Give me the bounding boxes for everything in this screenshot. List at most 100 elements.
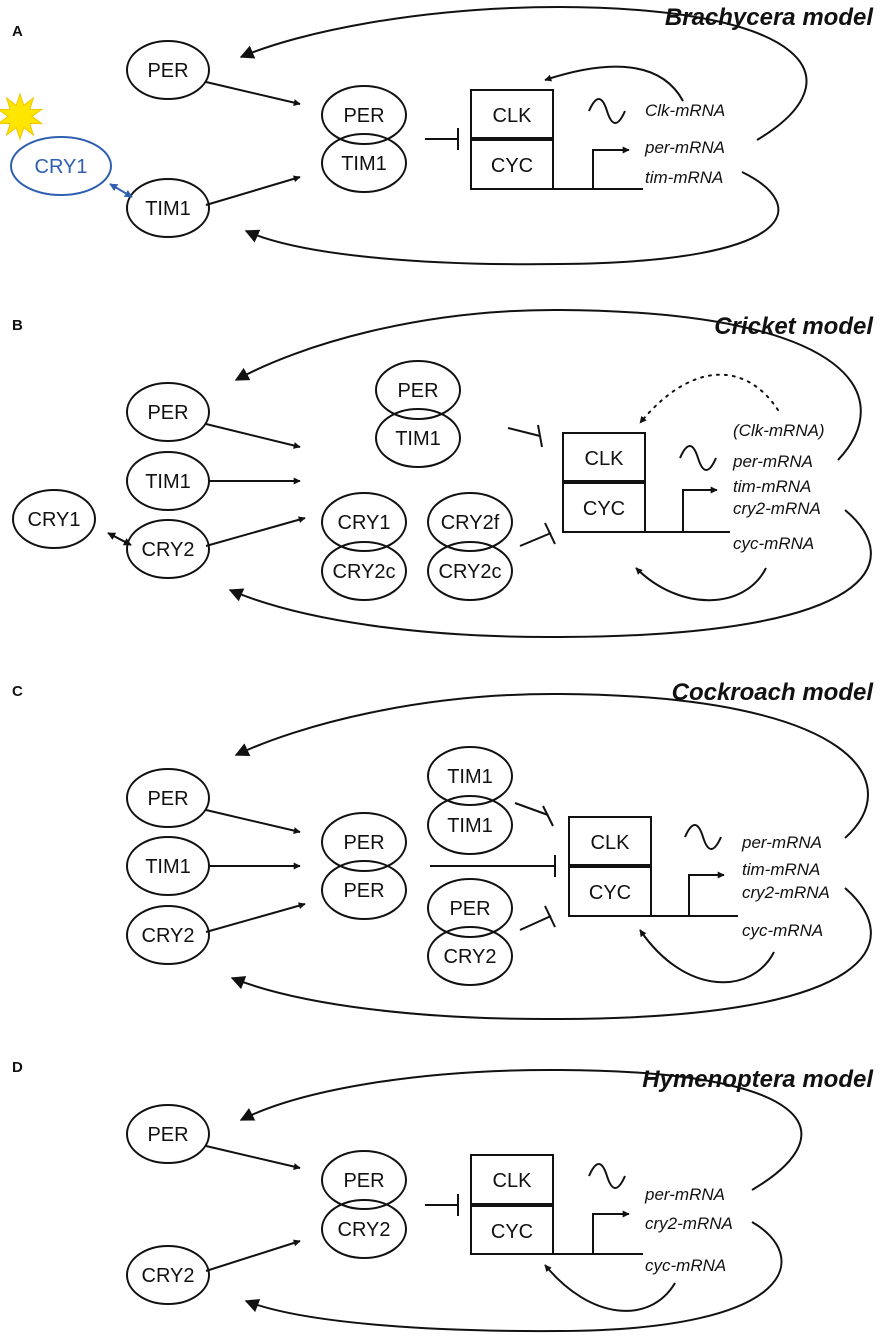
repression-bar [537,424,543,448]
complex-bottom-node [375,408,461,468]
mrna-label: cyc-mRNA [742,921,823,940]
cyc-label: CYC [491,1221,533,1243]
tim1-label: TIM1 [145,856,191,878]
sun-icon [0,92,44,141]
cyc-label: CYC [583,498,625,520]
repression-line [519,532,552,547]
mrna-label: per-mRNA [732,452,813,471]
transcription-arrow [682,486,718,532]
cry2-label: CRY2 [142,539,195,561]
complex-top-node [321,1150,407,1210]
clk-feedback-arrow [544,65,684,102]
per-translation-loop [239,5,808,141]
cry2-protein-node [126,519,210,579]
complex-top-label: PER [343,105,384,127]
cyc-label: CYC [491,155,533,177]
mrna-label: (Clk-mRNA) [733,421,825,440]
complex-bottom-node [427,795,513,855]
complex-top-label: PER [397,380,438,402]
complex-top-node [321,492,407,552]
cry2-binding-arrow [205,516,306,547]
cry1-light-node [10,136,112,196]
complex-bottom-label: CRY2 [338,1219,391,1241]
cry2-binding-arrow [205,1239,301,1272]
mrna-label: cry2-mRNA [645,1214,733,1233]
cry1-tim1-interaction-arrow [109,183,133,198]
panel-letter: A [12,23,23,40]
per-protein-node [126,382,210,442]
repression-bar [542,805,554,827]
per-label: PER [147,1124,188,1146]
per-binding-arrow [205,1145,301,1170]
complex-bottom-node [321,860,407,920]
cyc-feedback-arrow [544,1264,676,1312]
repression-bar [544,905,556,928]
per-tim-translation-loop [234,692,869,839]
per-translation-loop [239,1068,803,1191]
complex-bottom-node [321,133,407,193]
complex-top-node [427,746,513,806]
cry1-cry2-interaction-arrow [107,532,132,546]
transcription-arrow [592,1210,630,1254]
cry2-binding-arrow [205,902,306,933]
complex-top-label: CRY1 [338,512,391,534]
per-binding-arrow [205,423,301,449]
cry2-label: CRY2 [142,925,195,947]
clk-label: CLK [493,105,533,127]
complex-top-label: PER [343,1170,384,1192]
complex-top-label: PER [343,832,384,854]
cry1-protein-node [12,489,96,549]
cry2-translation-loop [228,509,872,639]
cry2-translation-loop [244,1221,783,1333]
panel-title: Cockroach model [672,679,875,706]
complex-bottom-label: TIM1 [341,153,387,175]
mrna-label: tim-mRNA [645,168,723,187]
panel-b: B Cricket model PER TIM1 CRY2 CRY1 PER T… [12,308,874,639]
mrna-label: per-mRNA [644,1185,725,1204]
sine-wave-icon [588,98,626,124]
transcription-arrow [688,871,725,916]
cry2-label: CRY2 [142,1265,195,1287]
repression-line [519,915,552,931]
panel-a: A Brachycera model PER CRY1 TIM1 PER TIM… [0,4,874,266]
clk-label: CLK [493,1170,533,1192]
panel-title: Hymenoptera model [642,1066,874,1093]
cry1-label: CRY1 [35,156,88,178]
mrna-label: tim-mRNA [733,477,811,496]
complex-top-node [321,812,407,872]
repression-line [507,427,541,437]
tim-translation-loop [244,171,780,266]
complex-bottom-node [427,541,513,601]
per-protein-node [126,768,210,828]
complex-bottom-label: PER [343,880,384,902]
complex-bottom-node [321,1199,407,1259]
mrna-label: cyc-mRNA [733,534,814,553]
clk-label: CLK [585,448,625,470]
complex-bottom-label: TIM1 [447,815,493,837]
tim1-binding-arrow [205,175,301,206]
per-label: PER [147,60,188,82]
complex-top-label: TIM1 [447,766,493,788]
complex-bottom-node [427,926,513,986]
panel-letter: D [12,1059,23,1076]
repression-bar [544,522,556,545]
sine-wave-icon [588,1163,626,1189]
panel-c: C Cockroach model PER TIM1 CRY2 PER PER … [12,679,875,1021]
cry2-protein-node [126,905,210,965]
mrna-label: cry2-mRNA [742,883,830,902]
mrna-label: Clk-mRNA [645,101,725,120]
per-binding-arrow [205,809,301,834]
panel-letter: C [12,683,23,700]
cyc-label: CYC [589,882,631,904]
complex-top-label: PER [449,898,490,920]
per-protein-node [126,40,210,100]
tim1-label: TIM1 [145,471,191,493]
complex-bottom-label: CRY2c [439,561,502,583]
sine-wave-icon [684,824,722,850]
clk-dotted-feedback-arrow [639,373,779,424]
per-label: PER [147,402,188,424]
per-tim-translation-loop [234,308,862,461]
complex-bottom-label: CRY2c [333,561,396,583]
complex-top-node [375,360,461,420]
